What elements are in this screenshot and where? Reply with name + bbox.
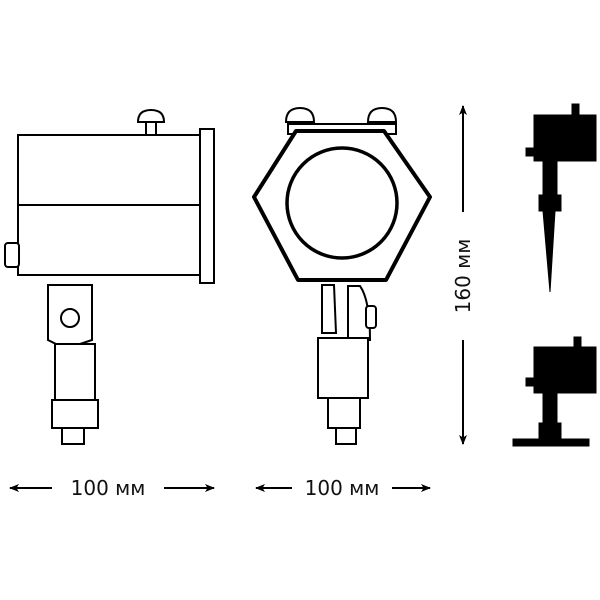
stem-joint-front — [327, 397, 361, 429]
side-bolt-front — [365, 305, 377, 329]
dimension-width-side: 100 мм — [9, 476, 215, 500]
pivot-bolt-side — [60, 308, 80, 328]
stem-tip-front — [335, 427, 357, 445]
front-view — [252, 106, 432, 445]
lens — [285, 146, 399, 260]
front-bezel-side — [199, 128, 215, 284]
stem-joint-side — [51, 399, 99, 429]
width-label-front: 100 мм — [305, 476, 380, 500]
dimension-height: 160 мм — [451, 105, 475, 445]
housing-lower — [17, 204, 207, 276]
spike-mount-view — [525, 103, 597, 293]
width-label-side: 100 мм — [71, 476, 146, 500]
housing-upper — [17, 134, 207, 206]
stem-tip-side — [61, 427, 85, 445]
mount-arm-front — [321, 284, 338, 334]
dimension-width-front: 100 мм — [255, 476, 431, 500]
side-view — [4, 108, 215, 445]
base-mount-view — [512, 336, 597, 447]
stem-side — [54, 343, 96, 401]
height-label: 160 мм — [451, 239, 475, 314]
top-screw-side — [136, 108, 166, 145]
side-knob — [4, 242, 20, 268]
stem-front — [317, 337, 369, 399]
